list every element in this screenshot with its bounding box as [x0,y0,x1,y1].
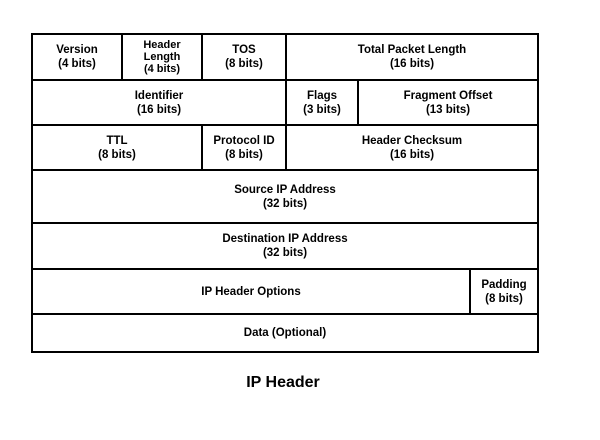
field-tos-name: TOS [232,44,256,56]
field-data: Data (Optional) [33,315,537,351]
field-fragment-offset-bits: (13 bits) [425,103,471,116]
field-header-checksum-bits: (16 bits) [389,148,435,161]
field-source-ip-bits: (32 bits) [262,197,308,210]
row-data: Data (Optional) [33,315,537,351]
field-flags: Flags (3 bits) [287,81,359,124]
field-total-packet-length-bits: (16 bits) [389,58,435,70]
field-header-length-name: Header Length [143,39,181,63]
field-padding: Padding (8 bits) [471,270,537,313]
row-divider [33,169,537,171]
field-padding-bits: (8 bits) [485,292,523,305]
field-destination-ip-bits: (32 bits) [262,247,308,259]
field-header-length-bits: (4 bits) [143,63,181,75]
ip-header-diagram: Version (4 bits) Header Length (4 bits) … [31,33,539,353]
field-destination-ip: Destination IP Address (32 bits) [33,224,537,268]
field-version: Version (4 bits) [33,35,123,79]
field-identifier: Identifier (16 bits) [33,81,287,124]
field-ttl-name: TTL [106,134,128,147]
field-fragment-offset: Fragment Offset (13 bits) [359,81,537,124]
row-divider [33,313,537,315]
field-destination-ip-name: Destination IP Address [222,233,348,245]
field-identifier-name: Identifier [134,89,184,102]
field-header-length: Header Length (4 bits) [123,35,203,79]
field-tos-bits: (8 bits) [225,58,263,70]
field-padding-name: Padding [481,278,527,291]
field-header-checksum-name: Header Checksum [361,134,463,147]
field-total-packet-length: Total Packet Length (16 bits) [287,35,537,79]
row-word-5: Destination IP Address (32 bits) [33,224,537,268]
field-protocol-id-name: Protocol ID [213,134,275,147]
field-tos: TOS (8 bits) [203,35,287,79]
row-divider [33,222,537,224]
field-flags-bits: (3 bits) [303,103,341,116]
field-fragment-offset-name: Fragment Offset [403,89,493,102]
field-source-ip: Source IP Address (32 bits) [33,171,537,222]
field-source-ip-name: Source IP Address [234,183,336,196]
field-total-packet-length-name: Total Packet Length [357,44,467,56]
field-ttl-bits: (8 bits) [98,148,136,161]
field-version-name: Version [56,44,98,56]
row-word-3: TTL (8 bits) Protocol ID (8 bits) Header… [33,126,537,169]
field-flags-name: Flags [306,89,338,102]
field-ip-header-options-name: IP Header Options [201,285,301,298]
row-divider [33,79,537,81]
row-word-2: Identifier (16 bits) Flags (3 bits) Frag… [33,81,537,124]
row-divider [33,268,537,270]
row-word-1: Version (4 bits) Header Length (4 bits) … [33,35,537,79]
field-ttl: TTL (8 bits) [33,126,203,169]
field-data-name: Data (Optional) [243,327,327,339]
field-header-checksum: Header Checksum (16 bits) [287,126,537,169]
field-ip-header-options: IP Header Options [33,270,471,313]
row-divider [33,124,537,126]
field-protocol-id: Protocol ID (8 bits) [203,126,287,169]
row-word-4: Source IP Address (32 bits) [33,171,537,222]
field-version-bits: (4 bits) [58,58,96,70]
field-identifier-bits: (16 bits) [136,103,182,116]
diagram-caption: IP Header [246,374,320,391]
field-protocol-id-bits: (8 bits) [225,148,263,161]
row-word-6: IP Header Options Padding (8 bits) [33,270,537,313]
